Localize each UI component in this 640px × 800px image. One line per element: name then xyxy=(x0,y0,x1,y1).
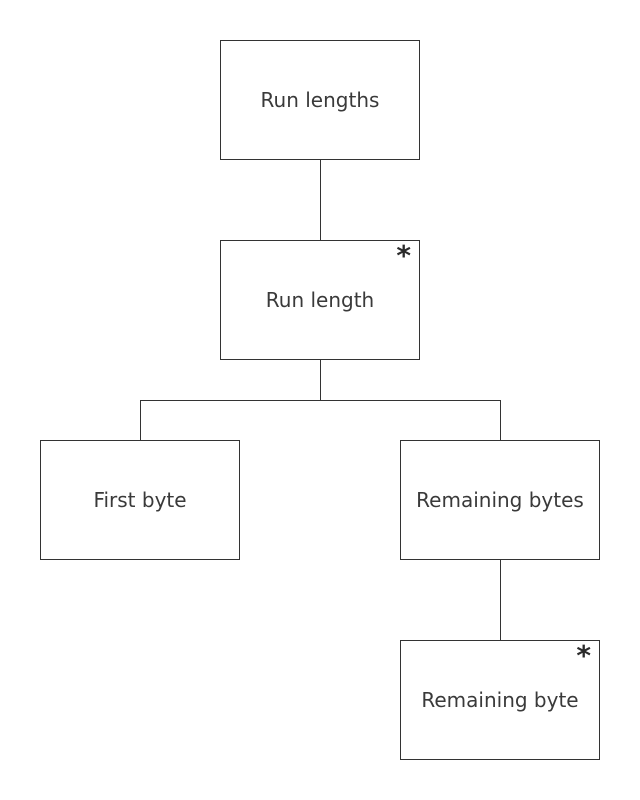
connector-run-lengths-to-run-length xyxy=(320,160,321,240)
node-first-byte: First byte xyxy=(40,440,240,560)
node-remaining-bytes: Remaining bytes xyxy=(400,440,600,560)
connector-rail-to-remaining-bytes xyxy=(500,400,501,440)
multiplicity-star: * xyxy=(576,639,591,672)
node-label: First byte xyxy=(93,488,187,512)
connector-remaining-bytes-to-remaining-byte xyxy=(500,560,501,640)
node-run-length: Run length * xyxy=(220,240,420,360)
node-label: Remaining byte xyxy=(421,688,579,712)
connector-run-length-stem xyxy=(320,360,321,401)
node-label: Run length xyxy=(265,288,375,312)
node-run-lengths: Run lengths xyxy=(220,40,420,160)
connector-rail-to-first-byte xyxy=(140,400,141,440)
multiplicity-star: * xyxy=(396,239,411,272)
node-remaining-byte: Remaining byte * xyxy=(400,640,600,760)
node-label: Run lengths xyxy=(260,88,380,112)
connector-horizontal-rail xyxy=(140,400,501,401)
node-label: Remaining bytes xyxy=(416,488,584,512)
